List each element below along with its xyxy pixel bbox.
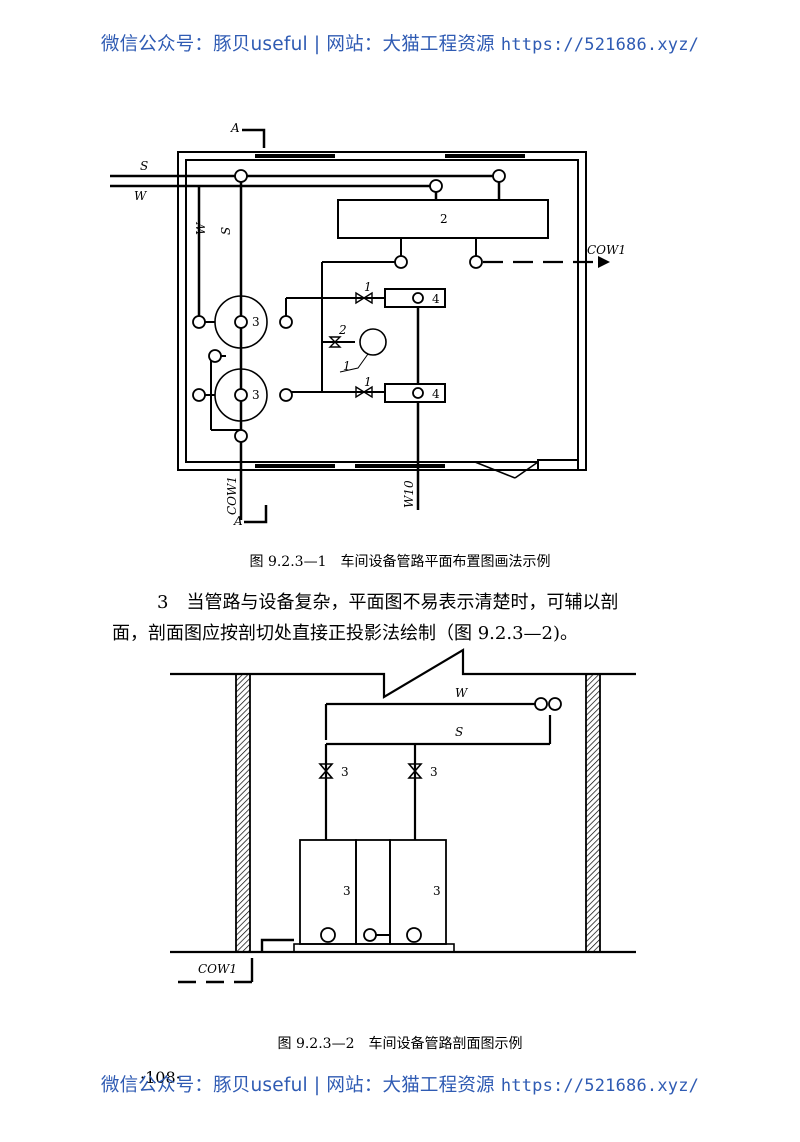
label-equipment-4b: 4: [432, 387, 440, 401]
label-valve-2: 2: [338, 323, 347, 337]
label-s: S: [140, 159, 148, 173]
paragraph-line-2: 面，剖面图应按剖切处直接正投影法绘制（图 9.2.3—2)。: [112, 623, 578, 644]
watermark-text: 微信公众号：豚贝useful | 网站：大猫工程资源: [100, 1075, 495, 1096]
label-valve-1b: 1: [364, 375, 372, 389]
watermark-url[interactable]: https://521686.xyz/: [500, 1076, 700, 1096]
section-label-tank-3b: 3: [433, 884, 441, 898]
figure-section-view: W S 3 3 3 3 COW1: [170, 648, 636, 984]
label-w-vertical: W: [194, 221, 208, 235]
label-cow1-vertical: COW1: [225, 476, 239, 515]
label-a-top: A: [230, 121, 240, 135]
label-w10: W10: [402, 480, 416, 508]
label-w: W: [134, 189, 148, 203]
section-label-valve-3b: 3: [430, 765, 438, 779]
label-equipment-3b: 3: [252, 388, 260, 402]
section-label-w: W: [455, 686, 469, 700]
label-equipment-3a: 3: [252, 315, 260, 329]
watermark-url[interactable]: https://521686.xyz/: [500, 35, 700, 55]
label-equipment-4a: 4: [432, 292, 440, 306]
label-a-bottom: A: [233, 514, 243, 528]
paragraph: 3 当管路与设备复杂，平面图不易表示清楚时，可辅以剖 面，剖面图应按剖切处直接正…: [112, 587, 732, 649]
figure1-caption: 图 9.2.3—1 车间设备管路平面布置图画法示例: [249, 554, 551, 570]
section-label-cow1: COW1: [198, 962, 237, 976]
figure2-caption: 图 9.2.3—2 车间设备管路剖面图示例: [277, 1036, 523, 1052]
label-cow1-plan: COW1: [587, 243, 626, 257]
label-valve-1a: 1: [364, 280, 372, 294]
label-item-1: 1: [343, 359, 351, 373]
watermark-text: 微信公众号：豚贝useful | 网站：大猫工程资源: [100, 34, 495, 55]
watermark-top: 微信公众号：豚贝useful | 网站：大猫工程资源 https://52168…: [0, 30, 800, 56]
watermark-bottom: 微信公众号：豚贝useful | 网站：大猫工程资源 https://52168…: [0, 1071, 800, 1097]
section-label-tank-3a: 3: [343, 884, 351, 898]
section-label-valve-3a: 3: [341, 765, 349, 779]
section-label-s: S: [455, 725, 463, 739]
label-s-vertical: S: [219, 227, 233, 235]
figure-plan-view: S W W S A A COW1 COW1 W10 2 3 3 4 4 1 1 …: [110, 121, 626, 528]
paragraph-line-1: 3 当管路与设备复杂，平面图不易表示清楚时，可辅以剖: [157, 592, 619, 613]
label-equipment-2: 2: [440, 212, 448, 226]
page-number: ·108·: [140, 1068, 181, 1087]
